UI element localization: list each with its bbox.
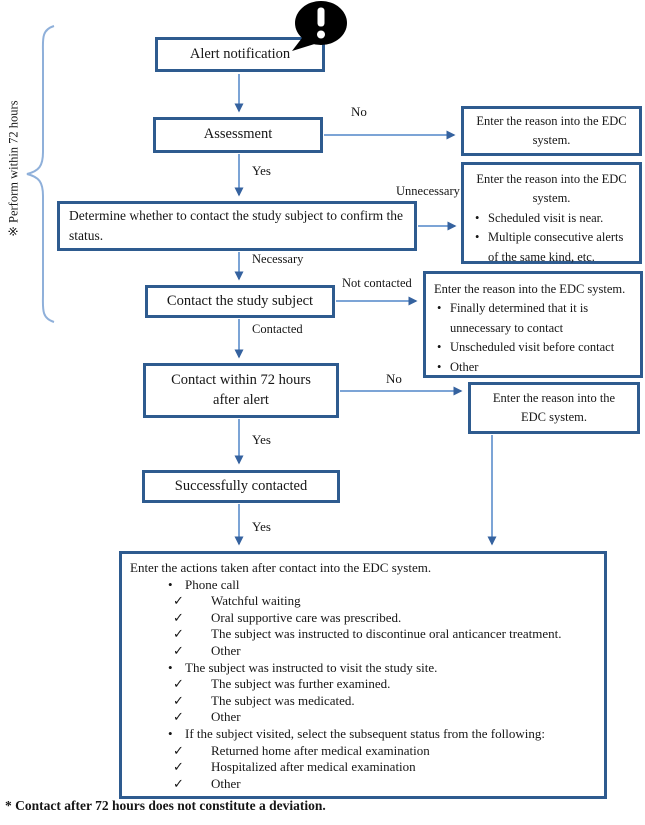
actions-title: Enter the actions taken after contact in… (130, 560, 432, 575)
contact-72h-box: Contact within 72 hours after alert (143, 363, 339, 418)
successfully-contacted-label: Successfully contacted (174, 477, 308, 494)
bullet-icon: • (168, 725, 173, 741)
check-icon: ✓ (173, 676, 184, 692)
deviation-footnote: * Contact after 72 hours does not consti… (5, 798, 326, 813)
action-item: ✓ Oral supportive care was prescribed. (173, 609, 402, 625)
bullet-icon: • (168, 659, 173, 675)
edc-reason-2-bullet: • Multiple consecutive alerts of the sam… (472, 228, 631, 267)
successfully-contacted-box: Successfully contacted (142, 470, 340, 503)
check-icon: ✓ (173, 775, 184, 791)
alert-exclamation-icon (292, 1, 347, 51)
edc-reason-box-4: Enter the reason into the EDC system. (468, 382, 640, 434)
bullet-icon: • (437, 359, 442, 374)
bullet-icon: • (475, 230, 480, 245)
contact-subject-label: Contact the study subject (166, 292, 314, 309)
assessment-label: Assessment (203, 126, 273, 143)
label-yes-assessment: Yes (252, 163, 271, 178)
label-no-assessment: No (351, 104, 367, 119)
edc-reason-3-bullet: • Finally determined that it is unnecess… (434, 299, 632, 338)
actions-edc-box: Enter the actions taken after contact in… (119, 551, 607, 799)
action-item: ✓ Other (173, 775, 241, 791)
edc-reason-box-3: Enter the reason into the EDC system. • … (423, 271, 643, 378)
check-icon: ✓ (173, 692, 184, 708)
action-item: ✓ Hospitalized after medical examination (173, 759, 416, 775)
label-necessary: Necessary (252, 252, 304, 266)
perform-72h-brace (26, 25, 55, 323)
action-group: • The subject was instructed to visit th… (168, 659, 438, 675)
edc-reason-3-title: Enter the reason into the EDC system. (434, 282, 626, 296)
label-contacted: Contacted (252, 322, 303, 336)
edc-reason-2-bullet: • Scheduled visit is near. (472, 209, 631, 228)
contact-72h-label: Contact within 72 hours after alert (171, 371, 311, 408)
label-unnecessary: Unnecessary (396, 184, 460, 198)
assessment-box: Assessment (153, 117, 323, 153)
edc-reason-3-bullet: • Unscheduled visit before contact (434, 338, 632, 357)
contact-subject-box: Contact the study subject (145, 285, 335, 318)
check-icon: ✓ (173, 642, 184, 658)
check-icon: ✓ (173, 626, 184, 642)
action-item: ✓ Watchful waiting (173, 593, 301, 609)
action-group: • Phone call (168, 576, 240, 592)
action-item: ✓ The subject was further examined. (173, 676, 391, 692)
bullet-icon: • (437, 340, 442, 355)
label-no-72h: No (386, 371, 402, 386)
check-icon: ✓ (173, 759, 184, 775)
check-icon: ✓ (173, 609, 184, 625)
label-yes-success: Yes (252, 519, 271, 534)
label-not-contacted: Not contacted (342, 276, 412, 290)
action-item: ✓ The subject was instructed to disconti… (173, 626, 562, 642)
action-group: • If the subject visited, select the sub… (168, 725, 545, 741)
action-item: ✓ The subject was medicated. (173, 692, 355, 708)
determine-contact-label: Determine whether to contact the study s… (69, 208, 404, 243)
bullet-icon: • (437, 301, 442, 316)
edc-reason-1-text: Enter the reason into the EDC system. (476, 113, 627, 147)
edc-reason-box-1: Enter the reason into the EDC system. (461, 106, 642, 156)
alert-notification-box: Alert notification (155, 37, 325, 72)
check-icon: ✓ (173, 742, 184, 758)
action-item: ✓ Other (173, 709, 241, 725)
edc-reason-2-title: Enter the reason into the EDC system. (476, 172, 627, 206)
bullet-icon: • (475, 210, 480, 225)
bullet-icon: • (168, 576, 173, 592)
determine-contact-box: Determine whether to contact the study s… (57, 201, 417, 251)
check-icon: ✓ (173, 593, 184, 609)
alert-notification-label: Alert notification (189, 45, 291, 62)
edc-reason-3-bullet: • Other (434, 358, 632, 377)
action-item: ✓ Other (173, 642, 241, 658)
action-item: ✓ Returned home after medical examinatio… (173, 742, 430, 758)
edc-reason-box-2: Enter the reason into the EDC system. • … (461, 162, 642, 264)
edc-reason-4-text: Enter the reason into the EDC system. (492, 390, 616, 424)
perform-72h-note: ※ Perform within 72 hours (6, 100, 21, 237)
check-icon: ✓ (173, 709, 184, 725)
label-yes-72h: Yes (252, 432, 271, 447)
